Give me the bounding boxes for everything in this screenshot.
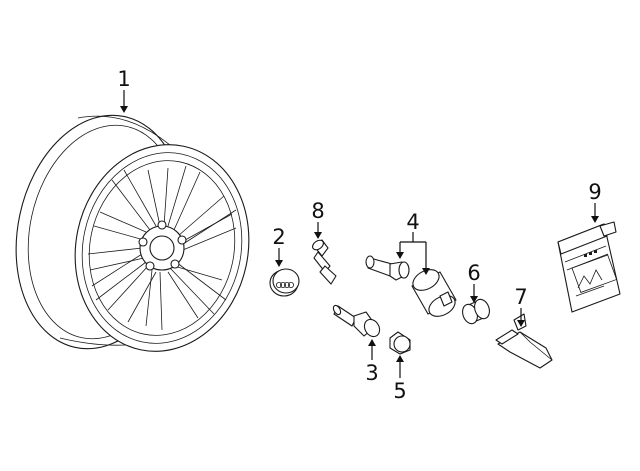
- callout-5: 5: [393, 379, 406, 403]
- callout-7: 7: [514, 285, 527, 309]
- callout-labels: 1 2 3 4 5 6 7 8 9: [117, 67, 601, 403]
- callout-8: 8: [311, 199, 324, 223]
- tpms-sensor: [411, 269, 457, 317]
- valve-tool: [495, 313, 553, 369]
- callout-1: 1: [117, 67, 130, 91]
- callout-4: 4: [406, 210, 419, 234]
- callout-2: 2: [272, 225, 285, 249]
- valve-stem-metal: [332, 304, 381, 338]
- valve-nut: [462, 298, 490, 325]
- callout-3: 3: [365, 361, 378, 385]
- tpms-valve: [365, 255, 410, 281]
- kit-package: [557, 221, 621, 313]
- valve-cap: [389, 331, 411, 355]
- valve-stem-rubber: [312, 239, 337, 285]
- leader-lines: [120, 90, 599, 378]
- callout-9: 9: [588, 180, 601, 204]
- callout-6: 6: [467, 261, 480, 285]
- wheel-rim: [15, 114, 250, 352]
- center-cap: [269, 268, 300, 297]
